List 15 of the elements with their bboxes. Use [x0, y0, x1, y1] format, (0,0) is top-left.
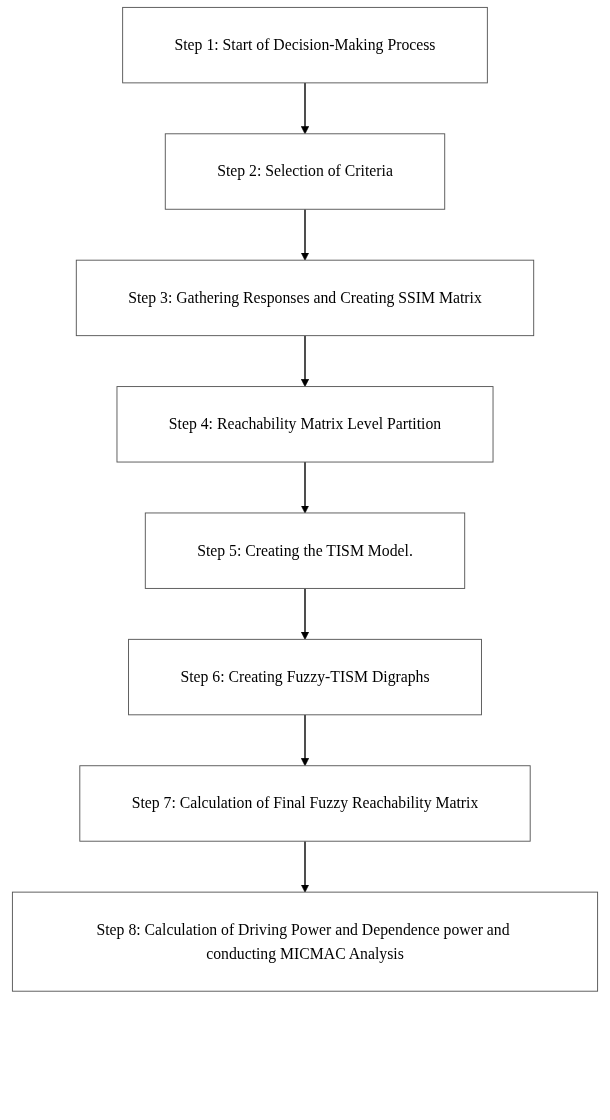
node-box: Step 4: Reachability Matrix Level Partition — [116, 386, 494, 463]
arrow — [300, 82, 310, 135]
node-box: Step 8: Calculation of Driving Power and Dependence power and conducting MICMAC Analysis — [11, 891, 599, 992]
arrow — [300, 840, 310, 893]
node-box: Step 2: Selection of Criteria — [164, 133, 446, 210]
arrow — [300, 714, 310, 767]
node-box: Step 1: Start of Decision-Making Process — [122, 6, 488, 84]
arrow — [300, 587, 310, 640]
arrow — [300, 208, 310, 261]
node-box: Step 7: Calculation of Final Fuzzy Reachability Matrix — [79, 765, 531, 842]
arrow — [300, 334, 310, 387]
node-box: Step 5: Creating the TISM Model. — [144, 512, 466, 589]
node-box: Step 3: Gathering Responses and Creating SSIM Matrix — [75, 259, 535, 337]
node-box: Step 6: Creating Fuzzy-TISM Digraphs — [128, 638, 482, 716]
arrow — [300, 461, 310, 514]
